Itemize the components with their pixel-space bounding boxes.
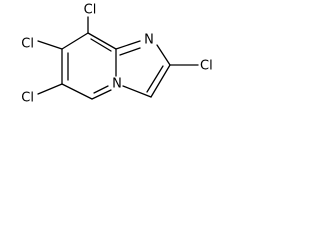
double-bond-c8a-n1-inner [119, 47, 141, 56]
double-bond-c8-c8a-inner [90, 38, 112, 52]
bond-c6-c5 [61, 83, 93, 100]
atom-cl-lower-left: Cl [21, 91, 34, 106]
double-bond-c5-n4-inner [93, 85, 109, 94]
atom-cl-top: Cl [84, 3, 97, 18]
bond-c2-c3 [150, 64, 171, 98]
bond-c8a-n1 [115, 40, 141, 50]
bond-c8-c7 [61, 32, 89, 50]
atom-cl-upper-left: Cl [21, 37, 34, 52]
bond-c8a-c8 [87, 32, 117, 50]
atom-cl-right: Cl [200, 59, 213, 74]
bond-c7-cl [37, 40, 63, 50]
atom-n-imidazole: N [144, 33, 154, 48]
atom-n-bridgehead: N [112, 77, 122, 92]
bond-n1-c2 [156, 44, 171, 66]
bond-c6-cl [37, 83, 63, 95]
double-bond-c2-c3-inner [146, 65, 164, 93]
chemical-structure: Cl Cl Cl Cl N N [21, 3, 213, 106]
bond-c3-n4 [122, 85, 152, 98]
bond-c5-n4 [91, 89, 112, 100]
